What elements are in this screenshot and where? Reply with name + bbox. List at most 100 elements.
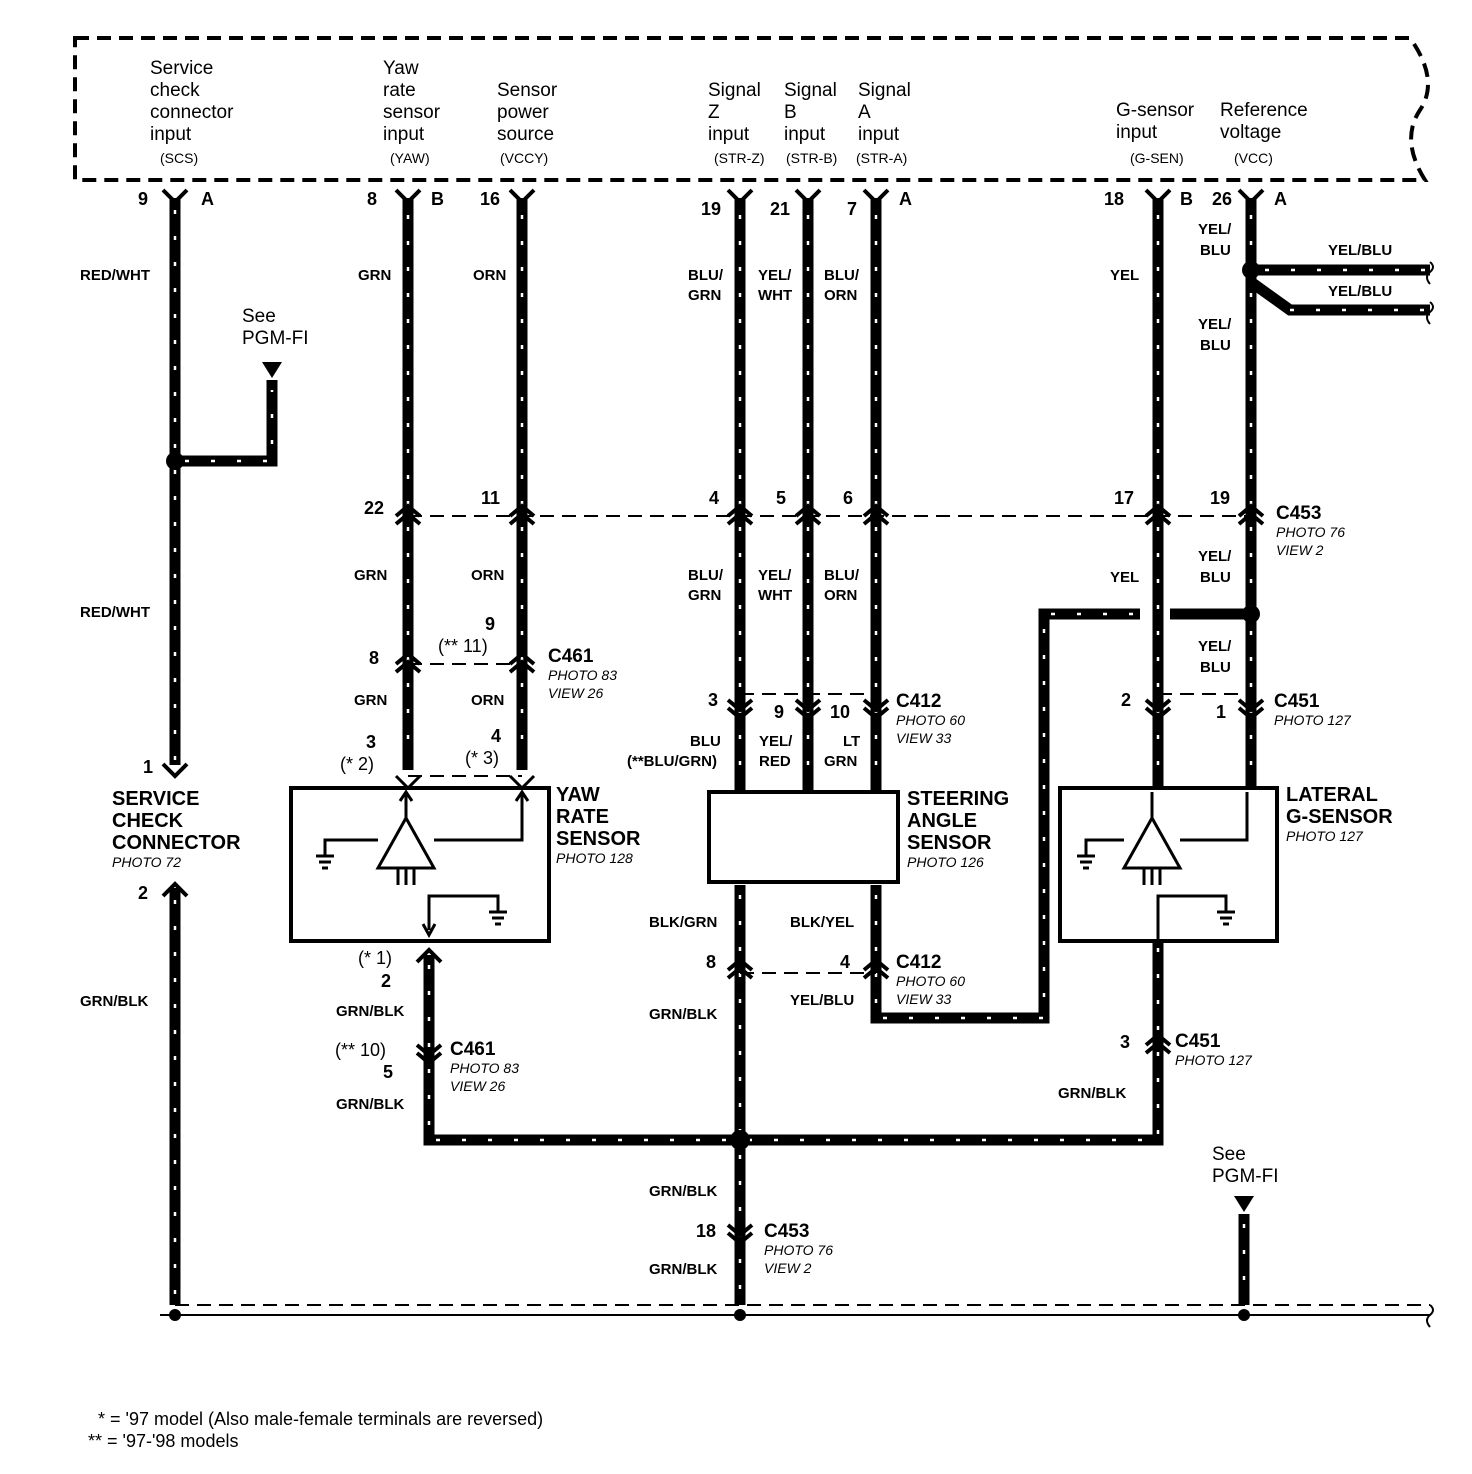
vccy-desc-2: power [497, 102, 549, 123]
pgmfi-arrow-1 [262, 362, 282, 378]
wire-label: RED [759, 753, 791, 770]
plug-scs: A [201, 189, 214, 209]
yaw-desc-4: input [383, 124, 425, 145]
connector-c453-ground: 18 C453 PHOTO 76 VIEW 2 [696, 1221, 833, 1276]
svg-text:2: 2 [1121, 690, 1131, 710]
svg-text:8: 8 [369, 648, 379, 668]
pin-strz: 19 [701, 199, 721, 219]
wire-label: BLK/GRN [649, 914, 717, 931]
connector-c412-bottom: 8 4 C412 PHOTO 60 VIEW 33 [706, 952, 965, 1007]
pin-strb: 21 [770, 199, 790, 219]
wire-label: ORN [824, 287, 857, 304]
wire-label: GRN/BLK [336, 1096, 404, 1113]
see-pgmfi-1a: See [242, 306, 276, 327]
splice-ground [730, 1130, 750, 1150]
wire-label: GRN/BLK [649, 1006, 717, 1023]
scs-desc-1: Service [150, 58, 213, 79]
wire-label: YEL [1110, 569, 1139, 586]
scs-code: (SCS) [160, 150, 198, 166]
gsen-code: (G-SEN) [1130, 150, 1184, 166]
svg-text:C461: C461 [548, 646, 594, 667]
wire-label: GRN/BLK [336, 1003, 404, 1020]
see-pgmfi-1b: PGM-FI [242, 328, 309, 349]
plug-yaw: B [431, 189, 444, 209]
svg-text:19: 19 [1210, 488, 1230, 508]
wire-labels: RED/WHT RED/WHT GRN/BLK GRN ORN GRN ORN … [80, 221, 1392, 1278]
wire-label: GRN [688, 587, 721, 604]
svg-text:18: 18 [696, 1221, 716, 1241]
wire-label: GRN [354, 692, 387, 709]
wire-label: WHT [758, 287, 792, 304]
svg-text:VIEW 26: VIEW 26 [450, 1078, 505, 1094]
connector-c451-bottom: 3 C451 PHOTO 127 [1120, 1031, 1253, 1068]
gsen-desc-1: G-sensor [1116, 100, 1195, 121]
pin-yaw: 8 [367, 189, 377, 209]
wire-label: ORN [471, 567, 504, 584]
wire-label: GRN [354, 567, 387, 584]
svg-text:4: 4 [709, 488, 719, 508]
wire-label: GRN/BLK [1058, 1085, 1126, 1102]
pin-scs: 9 [138, 189, 148, 209]
vcc-desc-2: voltage [1220, 122, 1281, 143]
stra-desc-1: Signal [858, 80, 911, 101]
svg-text:1: 1 [143, 757, 153, 777]
vccy-code: (VCCY) [500, 150, 548, 166]
svg-text:2: 2 [381, 971, 391, 991]
stra-desc-3: input [858, 124, 900, 145]
svg-text:PHOTO 126: PHOTO 126 [907, 854, 984, 870]
wire-label: BLU/ [688, 567, 724, 584]
see-pgmfi-2b: PGM-FI [1212, 1166, 1279, 1187]
connector-c461-bottom: (** 10) 5 C461 PHOTO 83 VIEW 26 [335, 1039, 519, 1094]
svg-text:PHOTO 128: PHOTO 128 [556, 850, 633, 866]
wire-label: YEL/BLU [790, 992, 854, 1009]
svg-text:RATE: RATE [556, 806, 609, 828]
connector-c461-top: 8 9 (** 11) C461 PHOTO 83 VIEW 26 [369, 614, 617, 701]
svg-text:10: 10 [830, 702, 850, 722]
plug-stra: A [899, 189, 912, 209]
svg-text:VIEW 33: VIEW 33 [896, 730, 951, 746]
wire-label: BLU [1200, 337, 1231, 354]
wire-label: YEL/BLU [1328, 283, 1392, 300]
svg-text:C451: C451 [1274, 691, 1320, 712]
svg-text:C451: C451 [1175, 1031, 1221, 1052]
wire-label: BLU [1200, 569, 1231, 586]
wire-label: BLU [1200, 659, 1231, 676]
svg-text:SENSOR: SENSOR [907, 832, 992, 854]
footnote-1: * = '97 model (Also male-female terminal… [88, 1409, 544, 1429]
yaw-code: (YAW) [390, 150, 430, 166]
scs-desc-4: input [150, 124, 192, 145]
wire-label: BLU/ [824, 567, 860, 584]
stra-code: (STR-A) [856, 150, 907, 166]
wire-label: GRN/BLK [649, 1183, 717, 1200]
splices [166, 261, 1260, 1321]
yaw-desc-1: Yaw [383, 58, 419, 79]
vccy-desc-3: source [497, 124, 554, 145]
svg-text:PHOTO 127: PHOTO 127 [1175, 1052, 1253, 1068]
ecu-terminal-labels: Service check connector input (SCS) Yaw … [150, 58, 1308, 166]
wire-label: YEL/ [1198, 638, 1232, 655]
svg-text:3: 3 [708, 690, 718, 710]
wire-label: ORN [824, 587, 857, 604]
pgmfi-arrows [262, 362, 1254, 1212]
wire-label: ORN [471, 692, 504, 709]
wire-label: RED/WHT [80, 267, 150, 284]
ground-bus [160, 261, 1434, 1328]
wire-label: GRN/BLK [80, 993, 148, 1010]
yaw-rate-sensor: 3 (* 2) 4 (* 3) YAW RATE SENSOR PHOTO 12… [289, 726, 641, 991]
svg-text:5: 5 [776, 488, 786, 508]
svg-text:PHOTO 83: PHOTO 83 [450, 1060, 519, 1076]
connector-c451-top: 2 1 C451 PHOTO 127 [1121, 690, 1352, 728]
svg-text:(* 1): (* 1) [358, 948, 392, 968]
wire-label: YEL/ [758, 567, 792, 584]
svg-text:PHOTO 83: PHOTO 83 [548, 667, 617, 683]
wire-label: BLU [1200, 242, 1231, 259]
svg-text:CONNECTOR: CONNECTOR [112, 832, 241, 854]
lateral-g-sensor: LATERAL G-SENSOR PHOTO 127 [1058, 784, 1393, 943]
connector-c453: 22 11 4 5 6 17 19 C453 PHOTO 76 VIEW 2 [364, 488, 1345, 558]
svg-text:6: 6 [843, 488, 853, 508]
svg-text:STEERING: STEERING [907, 788, 1009, 810]
svg-text:VIEW 33: VIEW 33 [896, 991, 951, 1007]
pin-vccy: 16 [480, 189, 500, 209]
svg-text:1: 1 [1216, 702, 1226, 722]
